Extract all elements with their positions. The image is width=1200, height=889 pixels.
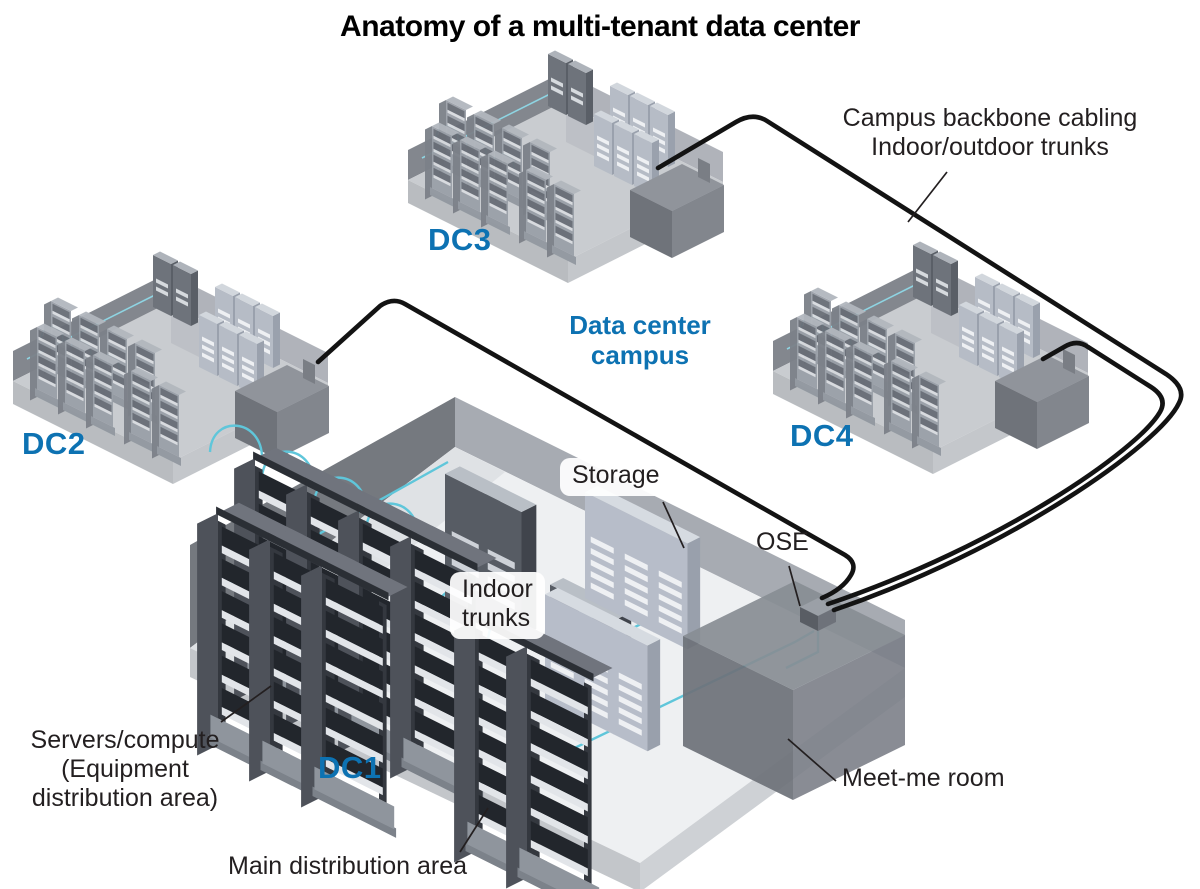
indoor-trunks-label: Indoor trunks [450, 572, 545, 639]
dc4-label: DC4 [790, 418, 854, 453]
indoor-trunks-label-line1: Indoor [462, 575, 533, 603]
servers-label-line3: distribution area) [31, 784, 219, 812]
main-distribution-label: Main distribution area [228, 852, 468, 880]
servers-leader-line [220, 685, 272, 723]
storage-leader-line [662, 501, 685, 549]
campus-backbone-cable-dc4 [825, 340, 1165, 607]
diagram-title: Anatomy of a multi-tenant data center [340, 10, 860, 43]
campus-label-line1: Data center [569, 310, 711, 340]
backbone-label-line1: Campus backbone cabling [842, 104, 1138, 132]
meet-me-label: Meet-me room [842, 764, 1005, 792]
campus-label: Data center campus [538, 310, 742, 370]
meet-me-leader-line [787, 738, 837, 782]
ose-box [800, 598, 836, 631]
campus-backbone-cable-dc3 [655, 114, 1184, 613]
dc3-label: DC3 [428, 222, 492, 257]
dc1-label: DC1 [318, 750, 382, 785]
indoor-trunks-label-line2: trunks [462, 604, 531, 632]
ose-label: OSE [756, 528, 809, 556]
campus-backbone-cable-dc2 [315, 298, 856, 601]
main-distribution-leader-line [459, 807, 489, 853]
dc1-building [190, 397, 905, 889]
ose-leader-line [788, 565, 801, 607]
dc2-label: DC2 [22, 426, 86, 461]
meet-me-room-box [683, 581, 905, 800]
backbone-label: Campus backbone cabling Indoor/outdoor t… [790, 104, 1190, 162]
servers-label-line1: Servers/compute [30, 726, 220, 754]
backbone-leader-line [907, 171, 948, 223]
backbone-label-line2: Indoor/outdoor trunks [871, 133, 1109, 161]
servers-label-line2: (Equipment [61, 755, 189, 783]
servers-label: Servers/compute (Equipment distribution … [0, 726, 250, 813]
storage-label: Storage [560, 458, 672, 496]
campus-label-line2: campus [590, 340, 690, 371]
